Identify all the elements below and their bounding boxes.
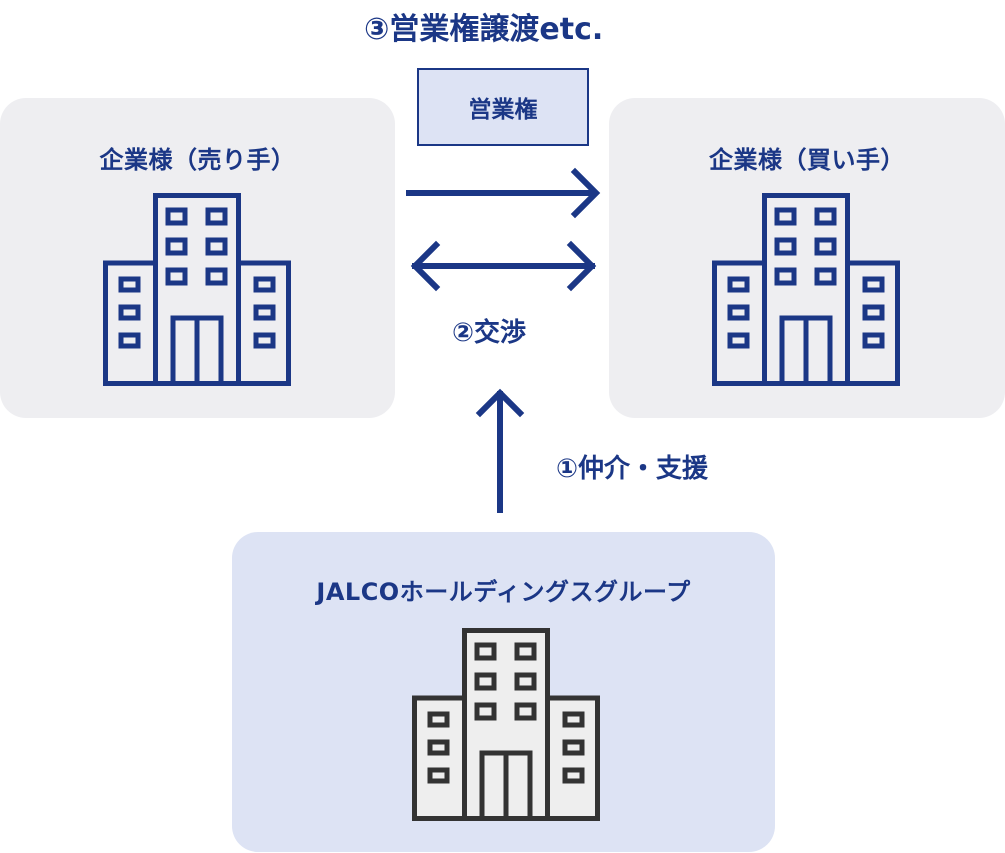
step1-support-label: ①仲介・支援	[556, 454, 709, 484]
jalco-group-card: JALCOホールディングスグループ	[232, 532, 775, 852]
seller-company-card: 企業様（売り手）	[0, 98, 395, 418]
buyer-company-card: 企業様（買い手）	[609, 98, 1005, 418]
jalco-group-title: JALCOホールディングスグループ	[316, 578, 691, 606]
arrow-right-icon	[406, 167, 601, 219]
step2-negotiation-label: ②交渉	[452, 318, 527, 348]
building-icon	[412, 628, 600, 821]
double-arrow-icon	[410, 240, 597, 292]
arrow-up-icon	[475, 388, 525, 513]
building-icon	[103, 193, 291, 386]
business-rights-box: 営業権	[417, 68, 589, 146]
buyer-company-title: 企業様（買い手）	[709, 146, 905, 174]
building-icon	[712, 193, 900, 386]
business-rights-label: 営業権	[468, 97, 538, 123]
seller-company-title: 企業様（売り手）	[99, 146, 296, 174]
step3-transfer-label: ③営業権譲渡etc.	[364, 12, 604, 47]
